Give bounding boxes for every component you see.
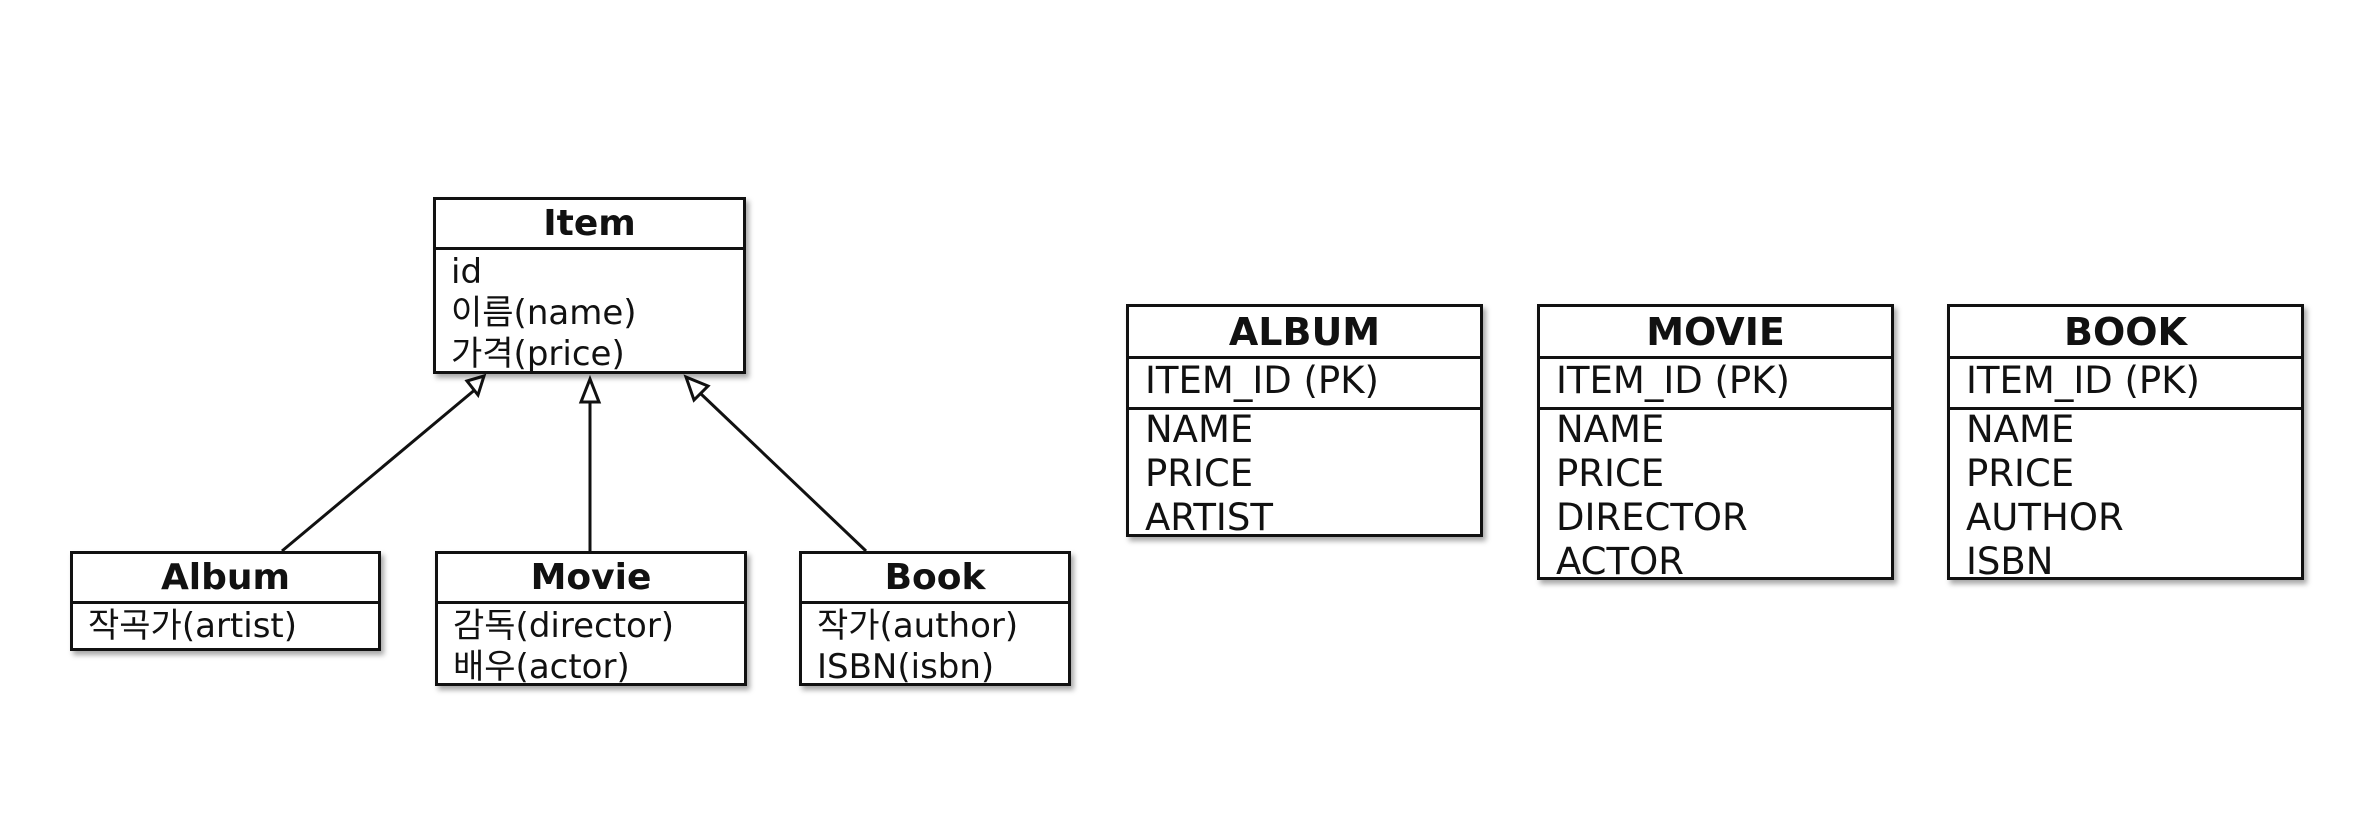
primary-key-column: ITEM_ID (PK) (1966, 359, 2200, 402)
uml-class-album: Album 작곡가(artist) (70, 551, 381, 651)
class-title: Item (436, 200, 743, 250)
class-attributes: id 이름(name) 가격(price) (436, 250, 743, 375)
table-column: ARTIST (1145, 496, 1273, 539)
table-title: BOOK (1950, 307, 2301, 359)
table-column: NAME (1556, 408, 1665, 451)
columns-section: NAME PRICE AUTHOR ISBN (1950, 407, 2301, 586)
table-title: MOVIE (1540, 307, 1891, 359)
table-column: NAME (1145, 408, 1254, 451)
attribute: 배우(actor) (453, 647, 630, 687)
attribute: 이름(name) (451, 293, 637, 333)
attribute: id (451, 252, 483, 292)
class-title: Album (73, 554, 378, 604)
attribute: 감독(director) (453, 606, 675, 646)
book-to-item-arrow (698, 391, 868, 553)
attribute: 가격(price) (451, 334, 625, 374)
primary-key-column: ITEM_ID (PK) (1145, 359, 1379, 402)
table-movie: MOVIE ITEM_ID (PK) NAME PRICE DIRECTOR A… (1537, 304, 1894, 582)
uml-class-item: Item id 이름(name) 가격(price) (433, 197, 746, 374)
class-attributes: 작곡가(artist) (73, 604, 378, 647)
table-column: NAME (1966, 408, 2075, 451)
attribute: 작가(author) (817, 606, 1019, 646)
primary-key-column: ITEM_ID (PK) (1556, 359, 1790, 402)
attribute: 작곡가(artist) (88, 606, 298, 646)
class-attributes: 감독(director) 배우(actor) (438, 604, 744, 688)
table-column: PRICE (1966, 452, 2075, 495)
table-column: ACTOR (1556, 540, 1684, 583)
columns-section: NAME PRICE ARTIST (1129, 407, 1480, 542)
table-column: AUTHOR (1966, 496, 2124, 539)
table-column: DIRECTOR (1556, 496, 1748, 539)
table-album: ALBUM ITEM_ID (PK) NAME PRICE ARTIST (1126, 304, 1483, 538)
primary-key-section: ITEM_ID (PK) (1950, 359, 2301, 407)
table-title: ALBUM (1129, 307, 1480, 359)
primary-key-section: ITEM_ID (PK) (1540, 359, 1891, 407)
table-book: BOOK ITEM_ID (PK) NAME PRICE AUTHOR ISBN (1947, 304, 2304, 582)
class-attributes: 작가(author) ISBN(isbn) (802, 604, 1068, 688)
album-to-item-arrow (281, 386, 478, 553)
table-column: ISBN (1966, 540, 2054, 583)
uml-class-movie: Movie 감독(director) 배우(actor) (435, 551, 747, 688)
table-column: PRICE (1556, 452, 1665, 495)
uml-class-book: Book 작가(author) ISBN(isbn) (799, 551, 1071, 688)
class-title: Movie (438, 554, 744, 604)
album-arrowhead (464, 373, 487, 399)
class-title: Book (802, 554, 1068, 604)
attribute: ISBN(isbn) (817, 647, 995, 687)
primary-key-section: ITEM_ID (PK) (1129, 359, 1480, 407)
table-column: PRICE (1145, 452, 1254, 495)
book-arrowhead (683, 374, 711, 403)
columns-section: NAME PRICE DIRECTOR ACTOR (1540, 407, 1891, 586)
movie-arrowhead (578, 374, 602, 404)
